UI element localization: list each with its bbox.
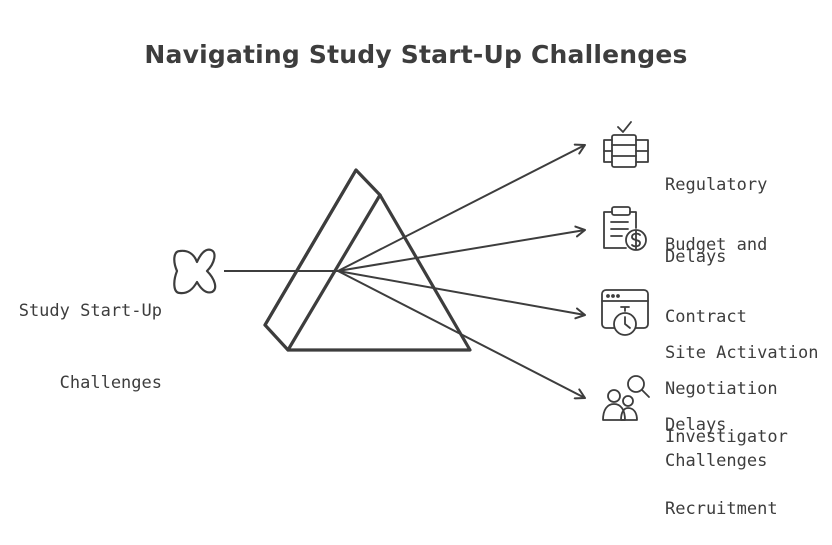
prism-diagram	[173, 121, 650, 421]
server-rack-check-icon	[603, 121, 649, 168]
people-search-icon	[602, 375, 650, 421]
prism	[263, 168, 472, 352]
output-label-regulatory-delays: Regulatory Delays	[665, 175, 768, 267]
clipboard-dollar-icon	[603, 206, 647, 251]
input-blob-icon	[173, 248, 217, 295]
browser-stopwatch-icon	[601, 289, 649, 336]
output-label-site-activation: Site Activation Delays	[665, 343, 819, 435]
output-label-budget-contract: Budget and Contract Negotiation Challeng…	[665, 235, 778, 471]
page-title: Navigating Study Start-Up Challenges	[144, 40, 688, 69]
output-label-investigator: Investigator Recruitment	[665, 427, 788, 519]
output-ray-regulatory	[337, 143, 586, 272]
input-label: Study Start-Up Challenges	[18, 301, 162, 393]
output-ray-site-activation	[337, 270, 586, 320]
output-ray-budget	[337, 225, 586, 272]
output-ray-investigator	[337, 270, 586, 400]
